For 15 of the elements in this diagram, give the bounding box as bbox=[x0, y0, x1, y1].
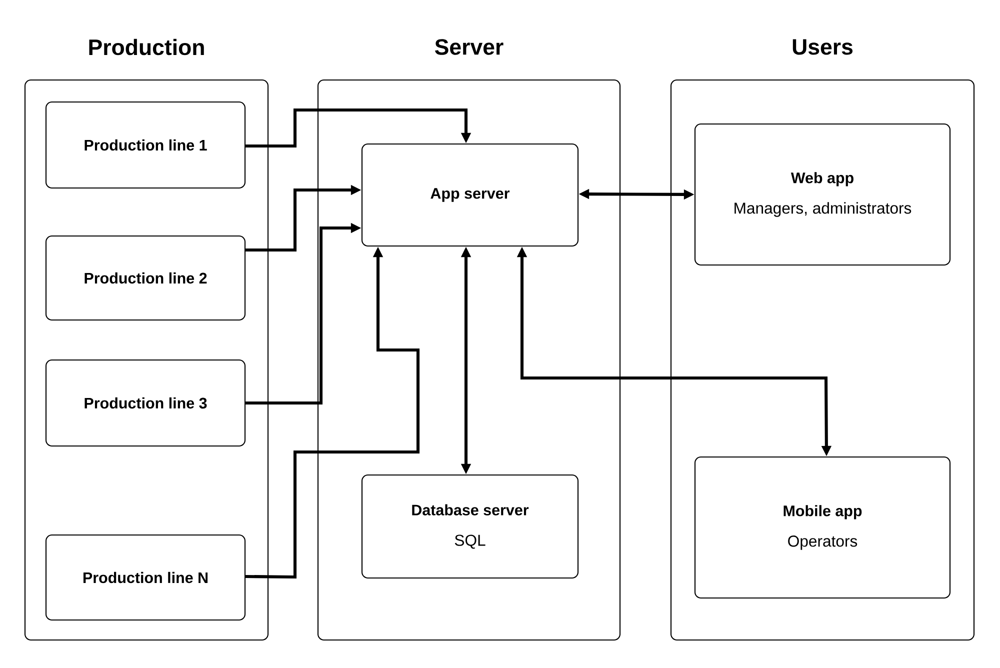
process-box: Production line 3 bbox=[45, 359, 246, 447]
process-box: Mobile app Operators bbox=[694, 456, 951, 599]
process-box: Production line N bbox=[45, 534, 246, 621]
process-box: Web app Managers, administrators bbox=[694, 123, 951, 266]
group-panel bbox=[24, 38, 269, 641]
process-box: Production line 2 bbox=[45, 235, 246, 321]
heading: Production bbox=[89, 38, 204, 56]
group-panel bbox=[670, 39, 975, 641]
group-panel bbox=[317, 39, 621, 641]
arrow bbox=[246, 108, 472, 148]
heading: Users bbox=[792, 39, 852, 55]
process-box: Database server SQL bbox=[361, 474, 579, 579]
process-box: App server bbox=[361, 143, 579, 247]
heading: Server bbox=[435, 39, 504, 55]
process-box: Production line 1 bbox=[45, 101, 246, 189]
